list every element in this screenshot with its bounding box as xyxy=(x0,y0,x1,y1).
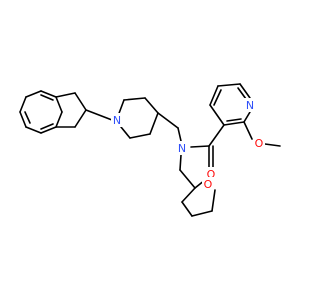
bond xyxy=(74,92,87,111)
oxolane-oxygen-label: O xyxy=(204,178,213,191)
bond xyxy=(217,83,241,87)
bond xyxy=(179,169,196,189)
bond xyxy=(55,111,63,128)
bond xyxy=(25,126,42,134)
bond xyxy=(237,87,247,100)
bonds xyxy=(19,83,281,217)
bond xyxy=(213,89,222,106)
methoxy-oxygen-label: O xyxy=(255,137,264,150)
bond xyxy=(123,97,146,101)
bond xyxy=(40,126,57,134)
pyridine-nitrogen-label: N xyxy=(246,99,254,112)
bond xyxy=(209,104,225,126)
bond xyxy=(243,111,251,123)
carbonyl-oxygen-label: O xyxy=(207,168,216,181)
amide-nitrogen-label: N xyxy=(178,142,186,155)
bond xyxy=(208,124,225,147)
atom-labels: N N N O O O xyxy=(111,98,265,191)
bond xyxy=(177,127,182,142)
bond xyxy=(74,109,87,128)
piperidine-nitrogen-label: N xyxy=(113,114,121,127)
bond xyxy=(223,121,245,126)
bond xyxy=(24,111,31,124)
bond xyxy=(55,96,63,113)
bond xyxy=(149,112,159,135)
bond xyxy=(19,111,27,128)
bond xyxy=(40,90,57,98)
bond xyxy=(209,85,219,106)
bond xyxy=(40,94,54,101)
bond xyxy=(181,201,193,217)
bond xyxy=(85,109,113,121)
bond xyxy=(179,154,182,171)
bond xyxy=(243,121,253,140)
bond xyxy=(211,189,216,212)
bond xyxy=(264,143,281,147)
bond xyxy=(19,96,27,113)
bond xyxy=(55,92,76,98)
bond xyxy=(239,83,251,99)
bond xyxy=(25,90,42,98)
bond xyxy=(190,145,210,148)
bond xyxy=(226,118,242,122)
bond xyxy=(120,126,131,139)
bond xyxy=(144,97,159,114)
structure-diagram: N N N O O O xyxy=(19,83,281,217)
bond xyxy=(129,133,151,139)
bond xyxy=(157,112,179,129)
bond xyxy=(191,210,213,217)
bond xyxy=(181,187,196,203)
bond xyxy=(40,123,54,130)
